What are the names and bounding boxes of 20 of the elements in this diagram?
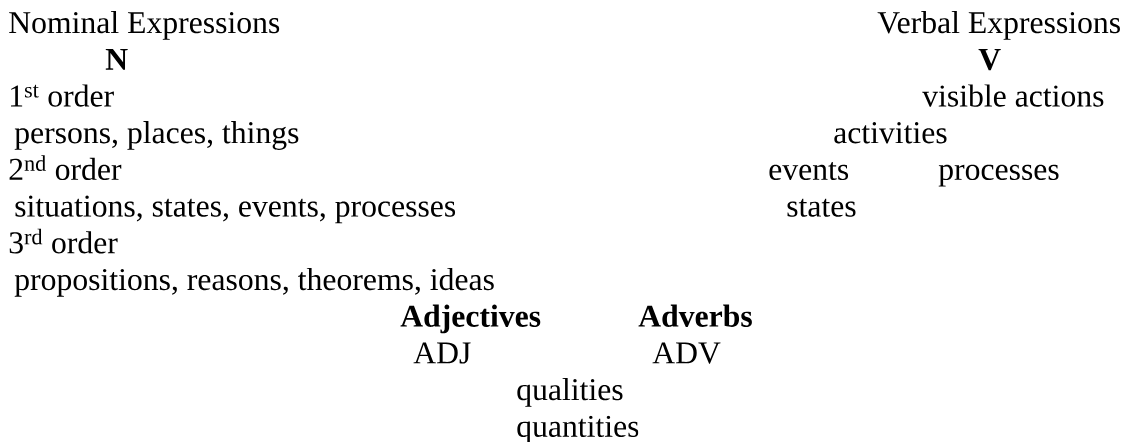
list-text: visible actions [922,84,1104,107]
heading-text: Adjectives [400,304,541,334]
category-letter: V [978,48,1001,71]
heading-text: Nominal Expressions [9,11,280,40]
list-text: situations, states, events, processes [15,195,456,224]
category-letter: ADV [652,342,721,364]
heading-text: Adverbs [638,304,752,327]
list-text: events [769,161,849,181]
list-text: propositions, reasons, theorems, ideas [14,267,494,297]
list-text: persons, places, things [14,121,299,150]
category-letter: ADJ [413,342,471,364]
order-label: 2$^{nd}$ order [9,155,122,181]
list-text: activities [834,122,947,144]
order-label: 1$^{st}$ order [11,84,114,107]
list-text: processes [938,164,1059,187]
list-text: states [787,198,856,217]
order-label: 3$^{rd}$ order [9,228,118,254]
category-letter: N [105,48,128,70]
list-text: qualities [517,378,623,407]
heading-text: Verbal Expressions [877,11,1120,40]
